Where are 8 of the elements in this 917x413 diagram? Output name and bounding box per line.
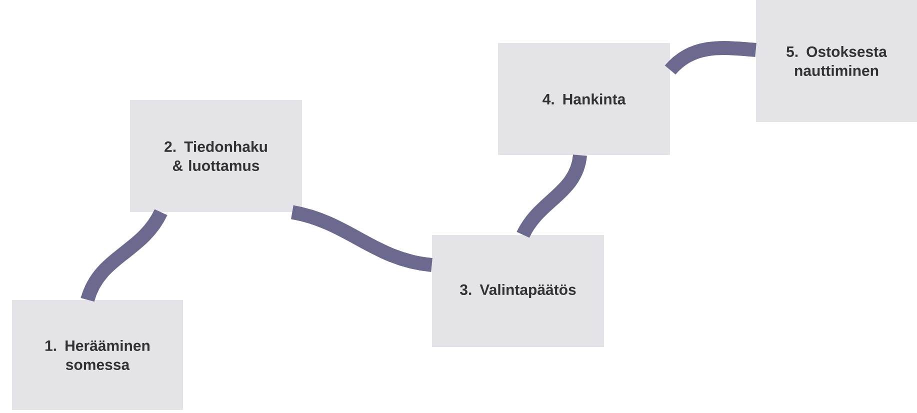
- connector-curve: [516, 154, 587, 238]
- step-box: 1. Herääminen somessa: [12, 300, 183, 410]
- step-box: 4. Hankinta: [498, 43, 670, 155]
- step-box: 5. Ostoksesta nauttiminen: [756, 0, 917, 122]
- connector-curve: [290, 205, 433, 272]
- step-box: 2. Tiedonhaku & luottamus: [130, 100, 302, 212]
- connector-curve: [80, 208, 168, 302]
- step-box: 3. Valintapäätös: [432, 235, 604, 347]
